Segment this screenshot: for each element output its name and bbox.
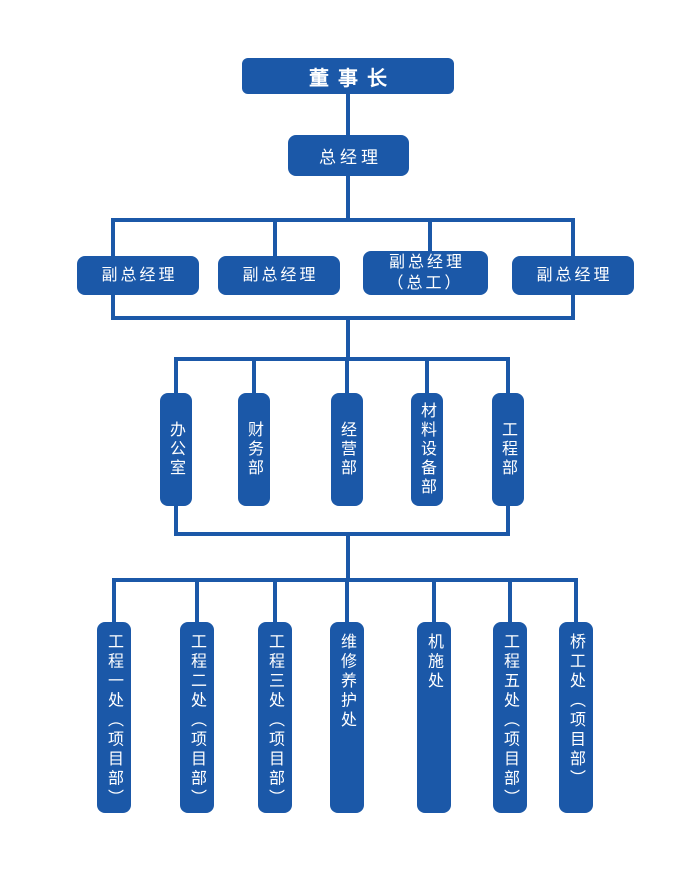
node-section-eng-3-label: 工程三处（项目部） [266,633,285,809]
connector-line [508,580,512,622]
node-section-eng-2: 工程二处（项目部） [180,622,214,813]
connector-line [345,359,349,393]
node-deputy-1: 副总经理 [77,256,199,295]
connector-line [571,220,575,257]
connector-line [111,316,575,320]
connector-line [273,580,277,622]
connector-line [174,532,510,536]
node-dept-finance: 财务部 [238,393,270,506]
node-section-eng-1-label: 工程一处（项目部） [105,633,124,809]
node-dept-engineering: 工程部 [492,393,524,506]
connector-line [195,580,199,622]
node-deputy-4: 副总经理 [512,256,634,295]
node-section-eng-2-label: 工程二处（项目部） [188,633,207,809]
connector-line [574,580,578,622]
connector-line [571,294,575,320]
connector-line [111,220,115,257]
node-deputy-2: 副总经理 [218,256,340,295]
node-dept-materials-equipment: 材料设备部 [411,393,443,506]
connector-line [112,580,116,622]
connector-line [111,218,575,222]
connector-line [111,294,115,320]
node-section-bridge: 桥工处（项目部） [559,622,593,813]
node-dept-finance-label: 财务部 [245,421,264,478]
node-dept-office: 办公室 [160,393,192,506]
node-deputy-chief-engineer: 副总经理 （总工） [363,251,488,295]
connector-line [345,580,349,622]
node-section-machinery: 机施处 [417,622,451,813]
node-dept-engineering-label: 工程部 [499,421,518,478]
node-section-eng-5-label: 工程五处（项目部） [501,633,520,809]
node-dept-office-label: 办公室 [167,421,186,478]
node-section-maintenance-label: 维修养护处 [338,633,357,731]
connector-line [252,359,256,393]
connector-line [506,359,510,393]
connector-line [174,359,178,393]
connector-line [346,536,350,580]
connector-line [346,93,350,136]
connector-line [174,357,510,361]
connector-line [174,506,178,534]
connector-line [273,220,277,257]
connector-line [506,506,510,534]
node-section-eng-3: 工程三处（项目部） [258,622,292,813]
connector-line [425,359,429,393]
node-section-maintenance: 维修养护处 [330,622,364,813]
connector-line [432,580,436,622]
connector-line [428,220,432,252]
node-chairman: 董事长 [242,58,454,94]
node-section-eng-1: 工程一处（项目部） [97,622,131,813]
connector-line [346,175,350,220]
node-dept-materials-equipment-label: 材料设备部 [418,402,437,497]
node-general-manager: 总经理 [288,135,409,176]
node-section-bridge-label: 桥工处（项目部） [567,633,586,789]
node-dept-operations-label: 经营部 [338,421,357,478]
node-section-eng-5: 工程五处（项目部） [493,622,527,813]
node-dept-operations: 经营部 [331,393,363,506]
connector-line [346,320,350,359]
node-section-machinery-label: 机施处 [425,633,444,692]
